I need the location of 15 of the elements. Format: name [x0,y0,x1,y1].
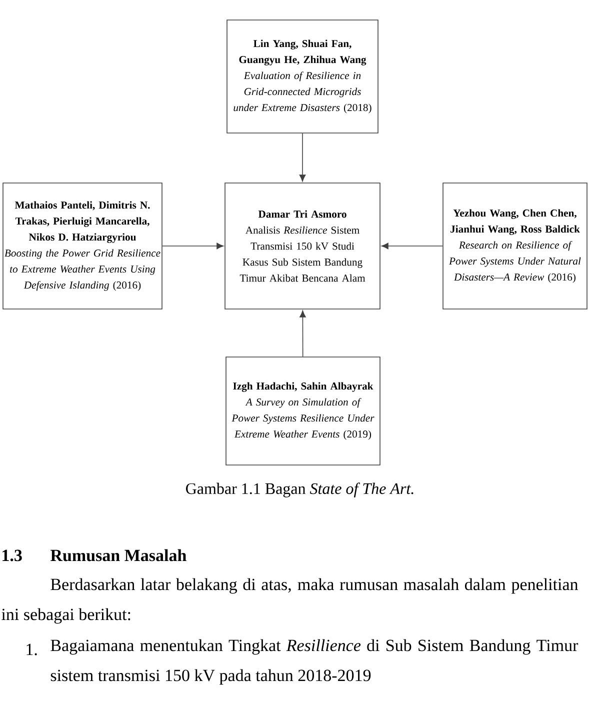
figure-caption: Gambar 1.1 Bagan State of The Art. [186,482,414,498]
arrow [299,133,306,182]
list-number: 1. [26,644,37,656]
reference-box: Yezhou Wang, Chen Chen, Jianhui Wang, Ross Baldick Research on Resilience of Power Systems Under Natural Disasters—A Review (2016) [442,182,588,310]
arrow [381,242,443,250]
reference-box: Lin Yang, Shuai Fan, Guangyu He, Zhihua Wang Evaluation of Resilience in Grid-connected Microgrids under Extreme Disasters (2018) [226,20,378,134]
section-heading: Rumusan Masalah [50,549,186,562]
reference-box: Mathaios Panteli, Dimitris N. Trakas, Pierluigi Mancarella, Nikos D. Hatziargyriou Boosting the Power Grid Resilience to Extreme Weather Events Using Defensive Islanding (2016) [2,182,162,310]
arrow [162,242,224,250]
section-number: 1.3 [2,550,22,562]
list-item: Bagaiamana menentukan Tingkat Resillience di Sub Sistem Bandung Timur sistem transmisi 150 kV pada tahun 2018-2019 [50,639,578,685]
reference-box: Izgh Hadachi, Sahin Albayrak A Survey on Simulation of Power Systems Resilience Under Extreme Weather Events (2019) [226,356,380,466]
reference-box: Damar Tri Asmoro Analisis Resilience Sistem Transmisi 150 kV Studi Kasus Sub Sistem Bandung Timur Akibat Bencana Alam [224,182,380,310]
arrow [300,310,306,357]
paragraph: Berdasarkan latar belakang di atas, maka rumusan masalah dalam penelitian ini sebagai berikut: [2,578,578,624]
